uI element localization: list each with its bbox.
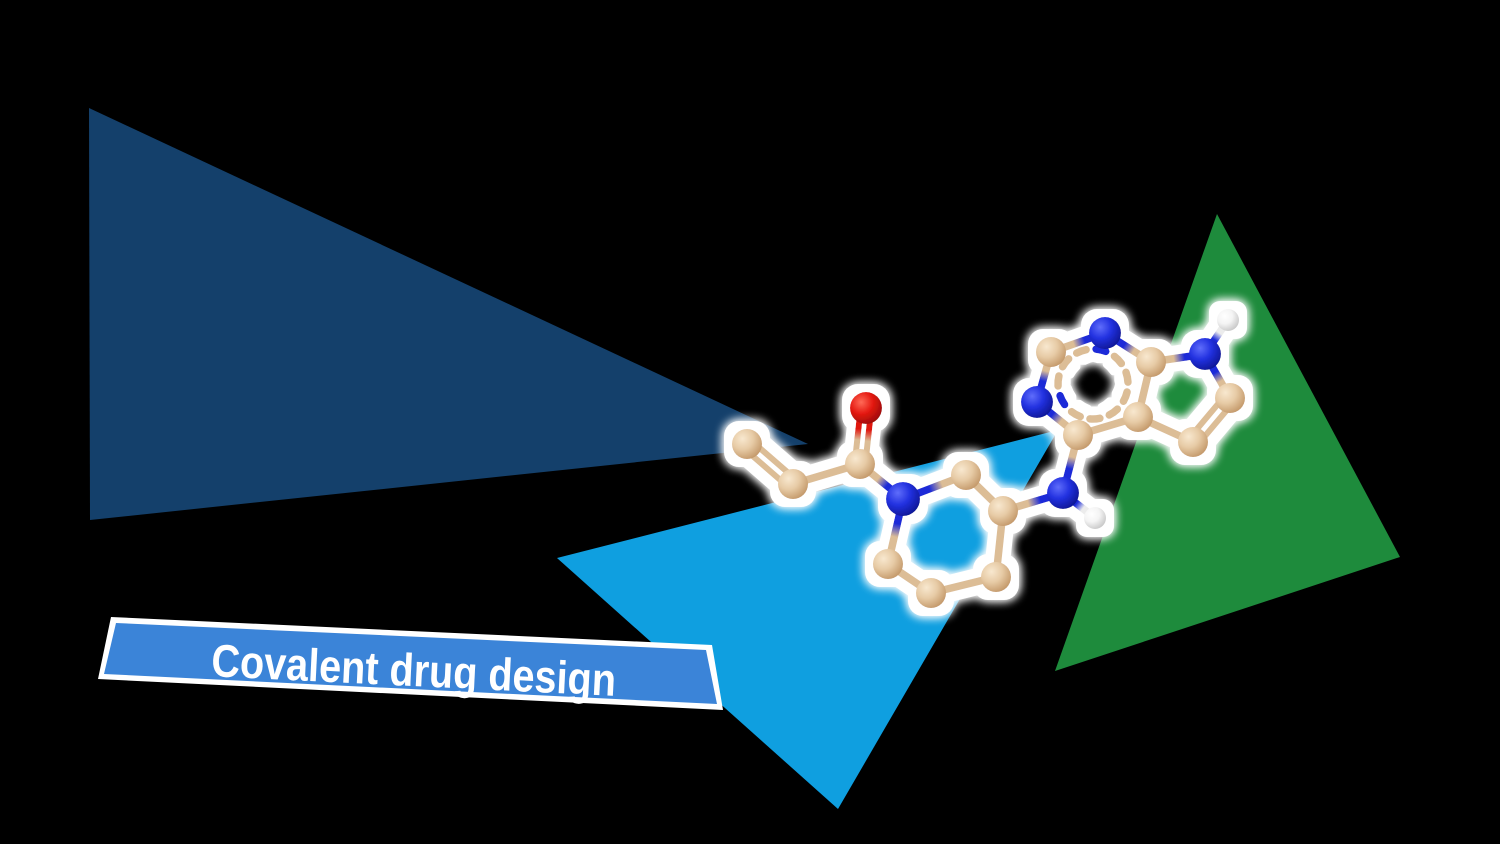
aromatic-dash bbox=[1119, 388, 1131, 406]
aromatic-dash bbox=[1105, 405, 1122, 419]
banner-background bbox=[104, 623, 717, 704]
atom-C-Cp5 bbox=[916, 578, 946, 608]
aromatic-dash bbox=[1110, 352, 1126, 368]
aromatic-dash bbox=[1056, 391, 1069, 409]
atom-C-Cp3 bbox=[988, 496, 1018, 526]
atom-N-Nh bbox=[1047, 477, 1079, 509]
aromatic-dash bbox=[1067, 407, 1084, 421]
atom-N-N7 bbox=[1189, 338, 1221, 370]
cyan-triangle bbox=[557, 430, 1058, 809]
atom-C-C5r bbox=[1178, 427, 1208, 457]
atom-H-H7 bbox=[1217, 309, 1239, 331]
aromatic-dash bbox=[1058, 355, 1073, 371]
atom-C-C4 bbox=[1063, 420, 1093, 450]
atom-C-C4a bbox=[1123, 402, 1153, 432]
navy-triangle bbox=[89, 108, 808, 520]
molecule-ball-and-stick bbox=[732, 309, 1245, 608]
atom-C-Cp6 bbox=[873, 549, 903, 579]
atom-C-C2v bbox=[778, 469, 808, 499]
aromatic-dash bbox=[1086, 414, 1104, 423]
aromatic-dash bbox=[1122, 368, 1132, 386]
atom-C-Cp4 bbox=[981, 562, 1011, 592]
triangles-layer bbox=[89, 108, 1400, 809]
atom-C-C2 bbox=[1036, 337, 1066, 367]
atom-N-Np bbox=[886, 482, 920, 516]
atom-C-Cp2 bbox=[951, 460, 981, 490]
aromatic-dash bbox=[1092, 345, 1110, 356]
atom-N-N1 bbox=[1089, 317, 1121, 349]
atom-C-Cc bbox=[845, 449, 875, 479]
atom-C-C7a bbox=[1136, 347, 1166, 377]
banner-covalent-drug-design: Covalent drug design bbox=[98, 617, 723, 710]
green-triangle bbox=[1055, 214, 1400, 671]
atom-N-N3 bbox=[1021, 386, 1053, 418]
aromatic-dash bbox=[1072, 345, 1090, 357]
atom-C-C1v bbox=[732, 429, 762, 459]
atom-O-O1 bbox=[850, 392, 882, 424]
atom-C-C6r bbox=[1215, 383, 1245, 413]
aromatic-dash bbox=[1054, 372, 1063, 390]
atom-H-Hn bbox=[1084, 507, 1106, 529]
